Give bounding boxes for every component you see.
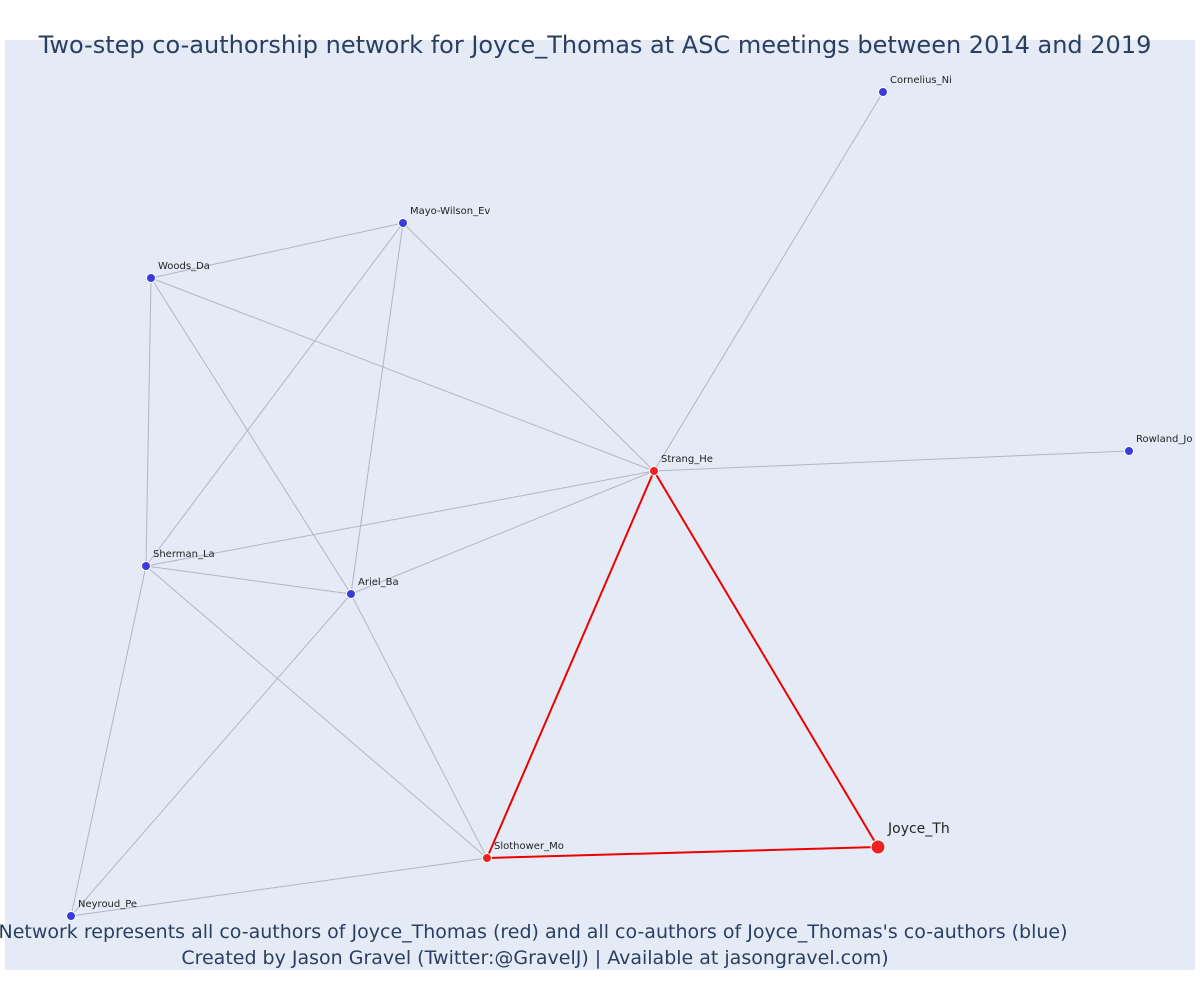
node-sherman-la[interactable]: [141, 561, 151, 571]
edge-strang-he-mayo-wilson-ev: [402, 222, 655, 472]
node-label-strang-he: Strang_He: [661, 454, 713, 465]
node-slothower-mo[interactable]: [482, 853, 492, 863]
node-rowland-jo[interactable]: [1124, 446, 1134, 456]
node-label-cornelius-ni: Cornelius_Ni: [890, 75, 952, 86]
edge-woods-da-ariel-ba: [150, 277, 352, 595]
node-layer: [66, 87, 1134, 921]
edge-strang-he-ariel-ba: [350, 470, 655, 595]
edge-mayo-wilson-ev-woods-da: [150, 222, 404, 279]
edge-strang-he-cornelius-ni: [653, 91, 884, 472]
node-label-rowland-jo: Rowland_Jo: [1136, 434, 1192, 445]
edge-mayo-wilson-ev-sherman-la: [145, 222, 404, 567]
node-cornelius-ni[interactable]: [878, 87, 888, 97]
node-label-sherman-la: Sherman_La: [153, 549, 215, 560]
edge-strang-he-sherman-la: [145, 470, 655, 567]
caption-line-2: Created by Jason Gravel (Twitter:@Gravel…: [181, 947, 888, 969]
edge-mayo-wilson-ev-ariel-ba: [350, 222, 404, 595]
node-label-neyroud-pe: Neyroud_Pe: [78, 899, 137, 910]
node-ariel-ba[interactable]: [346, 589, 356, 599]
edge-joyce-th-slothower-mo: [486, 846, 879, 859]
node-label-ariel-ba: Ariel_Ba: [358, 577, 399, 588]
node-strang-he[interactable]: [649, 466, 659, 476]
edge-sherman-la-slothower-mo: [145, 565, 488, 859]
edge-strang-he-slothower-mo: [486, 470, 655, 859]
edge-strang-he-rowland-jo: [653, 450, 1130, 472]
chart-title: Two-step co-authorship network for Joyce…: [38, 31, 1152, 59]
node-label-slothower-mo: Slothower_Mo: [494, 841, 564, 852]
edge-strang-he-woods-da: [150, 277, 655, 472]
edge-slothower-mo-neyroud-pe: [70, 857, 488, 917]
plot-background: [5, 40, 1195, 970]
edge-layer: [70, 91, 1130, 917]
edge-sherman-la-ariel-ba: [145, 565, 352, 595]
node-label-joyce-th: Joyce_Th: [887, 821, 950, 837]
edge-ariel-ba-slothower-mo: [350, 593, 488, 859]
node-woods-da[interactable]: [146, 273, 156, 283]
node-label-mayo-wilson-ev: Mayo-Wilson_Ev: [410, 206, 490, 217]
edge-joyce-th-strang-he: [653, 470, 879, 848]
edge-woods-da-sherman-la: [145, 277, 152, 567]
caption-line-1: Network represents all co-authors of Joy…: [0, 921, 1068, 943]
edge-sherman-la-neyroud-pe: [70, 565, 147, 917]
node-mayo-wilson-ev[interactable]: [398, 218, 408, 228]
edge-ariel-ba-neyroud-pe: [70, 593, 352, 917]
node-label-woods-da: Woods_Da: [158, 261, 210, 272]
node-neyroud-pe[interactable]: [66, 911, 76, 921]
node-joyce-th[interactable]: [870, 839, 886, 855]
